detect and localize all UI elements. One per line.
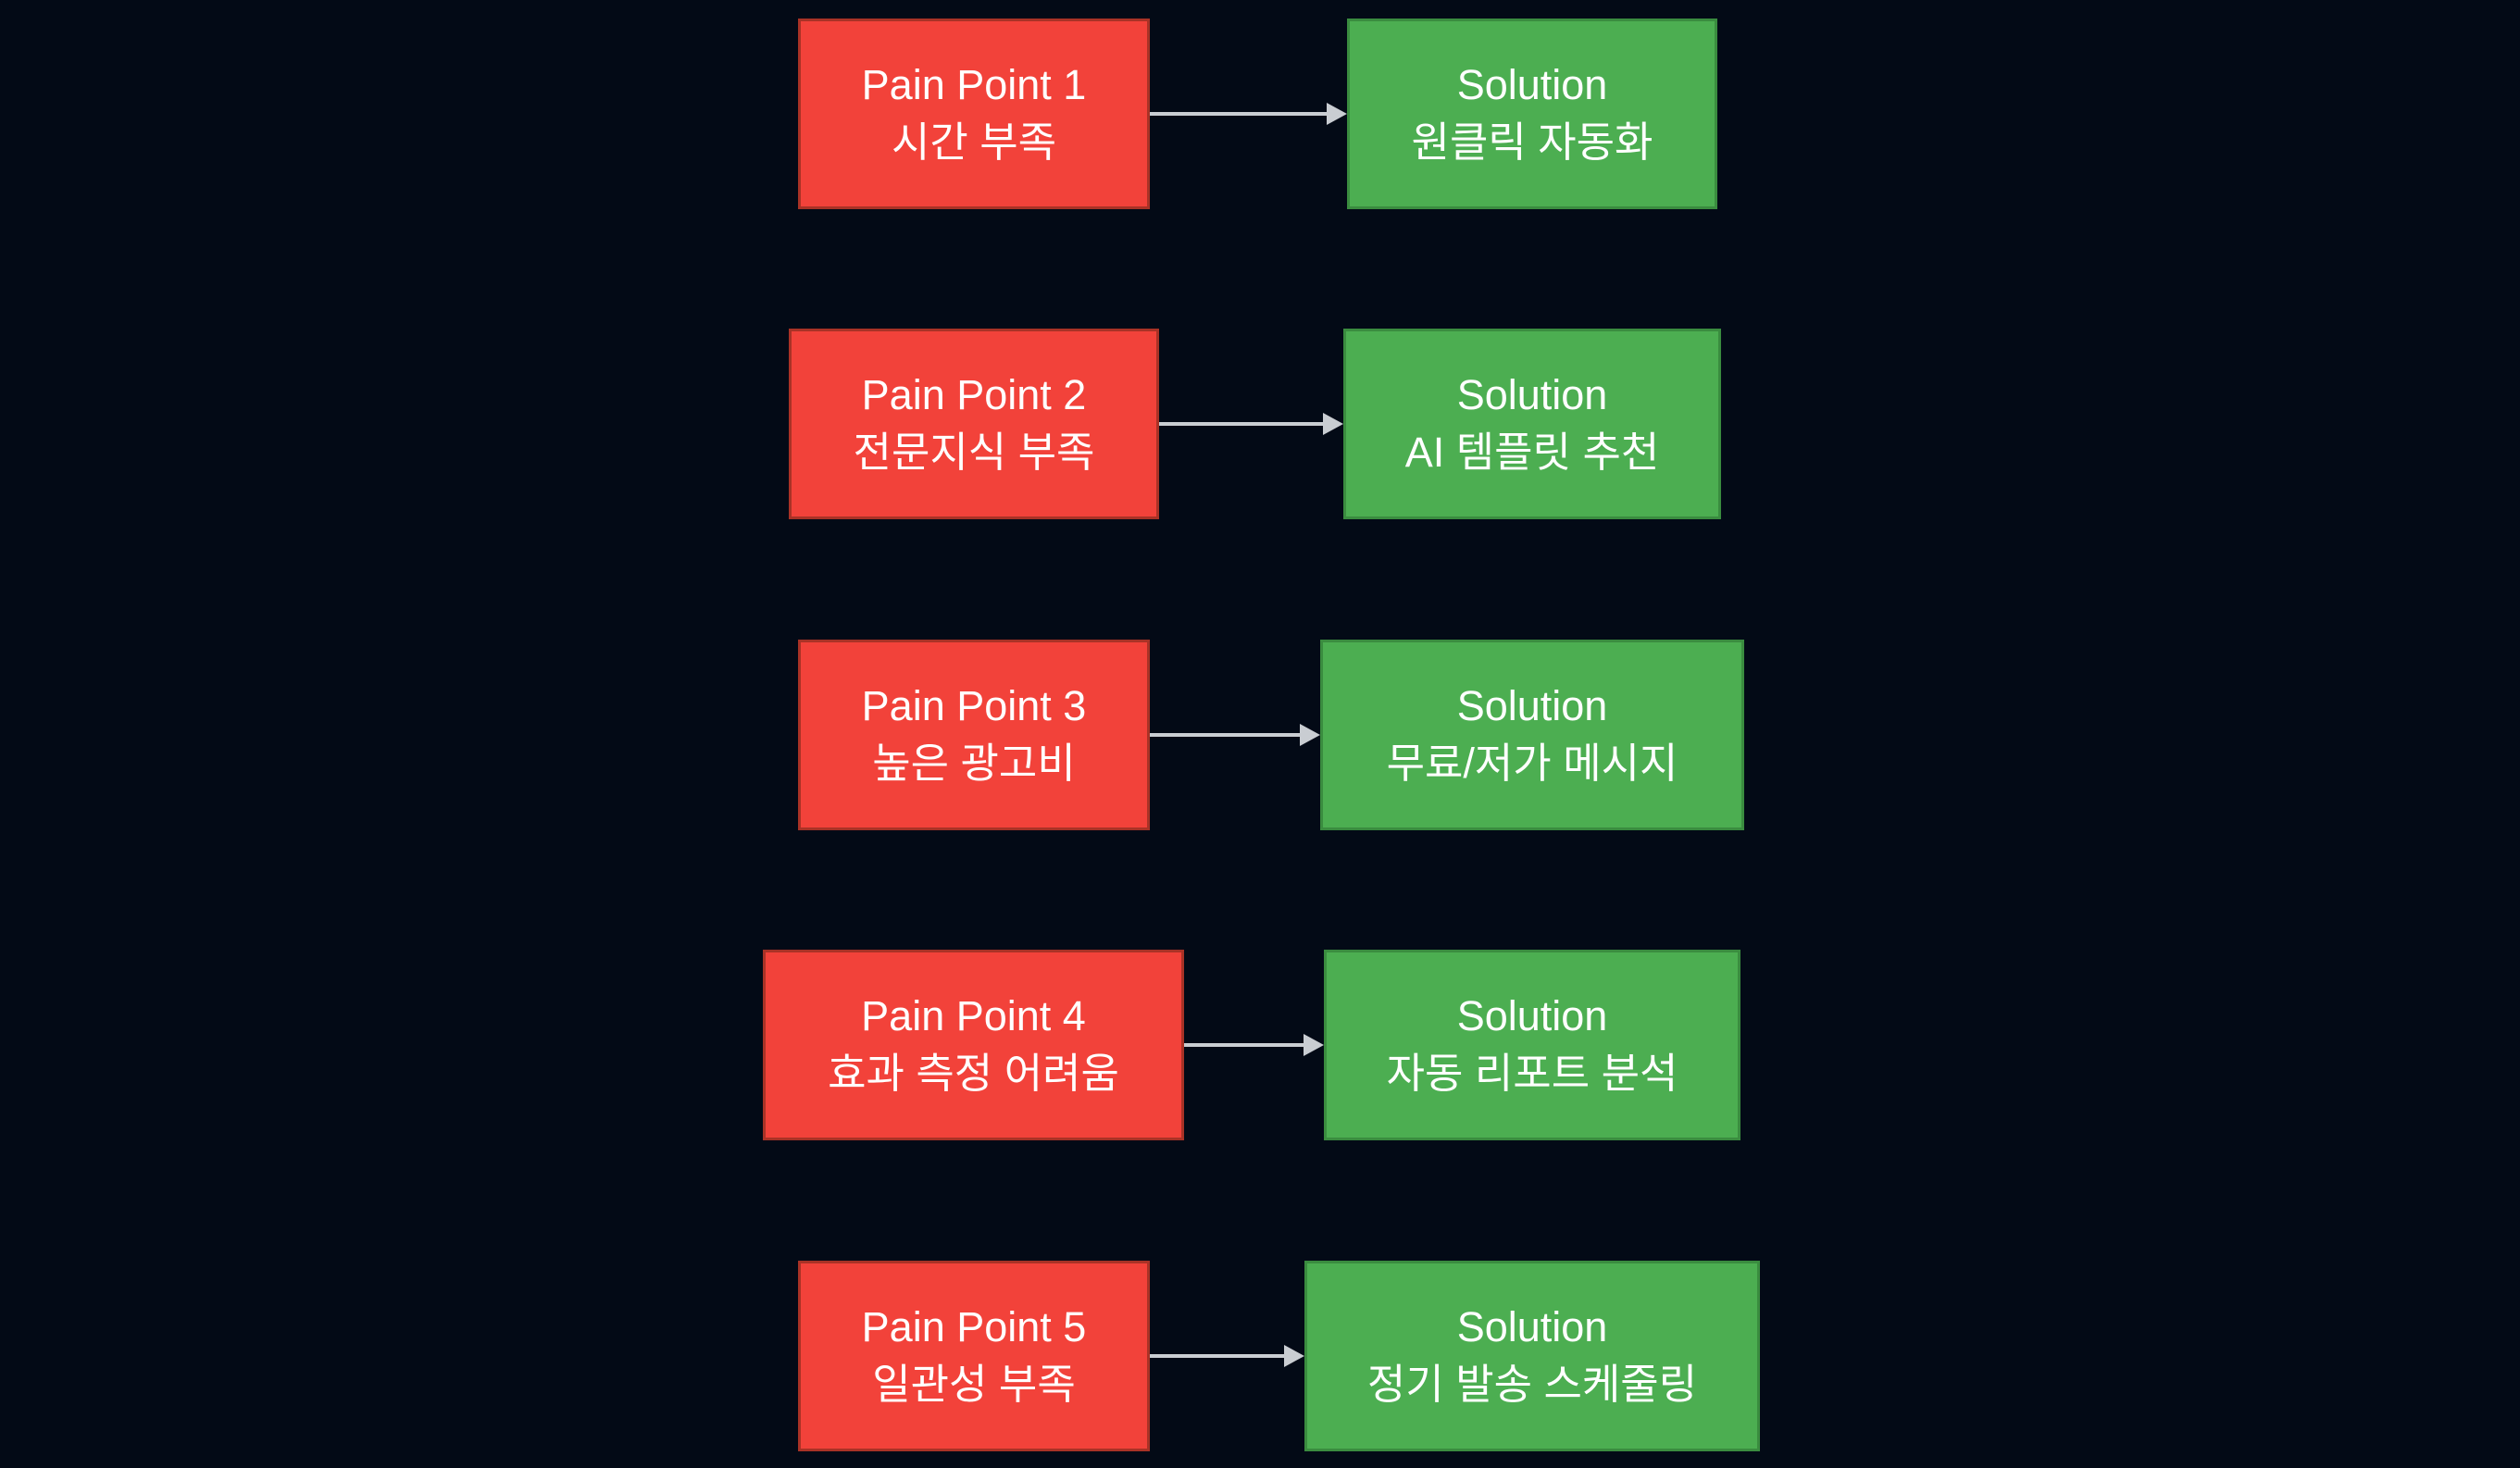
solution-2-box: Solution AI 템플릿 추천 xyxy=(1343,329,1721,519)
pain-point-4-box: Pain Point 4 효과 측정 어려움 xyxy=(763,950,1184,1140)
diagram-row-2: Pain Point 2 전문지식 부족 Solution AI 템플릿 추천 xyxy=(0,329,2520,519)
solution-label: 무료/저가 메시지 xyxy=(1386,740,1678,787)
pain-point-label: 시간 부족 xyxy=(891,118,1057,166)
solution-title: Solution xyxy=(1456,371,1608,418)
solution-5-box: Solution 정기 발송 스케줄링 xyxy=(1304,1261,1760,1451)
arrow-shaft xyxy=(1159,422,1329,426)
solution-title: Solution xyxy=(1456,682,1608,729)
solution-title: Solution xyxy=(1456,1303,1608,1350)
pain-point-label: 높은 광고비 xyxy=(872,740,1076,787)
solution-label: 원클릭 자동화 xyxy=(1411,118,1653,166)
pain-point-label: 일관성 부족 xyxy=(872,1361,1076,1408)
solution-3-box: Solution 무료/저가 메시지 xyxy=(1320,640,1744,830)
solution-label: AI 템플릿 추천 xyxy=(1404,429,1660,476)
pain-point-title: Pain Point 4 xyxy=(861,992,1086,1039)
arrow-shaft xyxy=(1184,1043,1309,1047)
diagram-row-4: Pain Point 4 효과 측정 어려움 Solution 자동 리포트 분… xyxy=(0,950,2520,1140)
pain-point-title: Pain Point 5 xyxy=(861,1303,1087,1350)
pain-point-title: Pain Point 2 xyxy=(861,371,1087,418)
arrow-head xyxy=(1284,1345,1304,1367)
pain-point-label: 전문지식 부족 xyxy=(853,429,1095,476)
arrow-shaft xyxy=(1150,1354,1290,1358)
solution-title: Solution xyxy=(1456,61,1608,108)
pain-point-title: Pain Point 1 xyxy=(861,61,1087,108)
arrow-head xyxy=(1304,1034,1324,1056)
diagram-row-1: Pain Point 1 시간 부족 Solution 원클릭 자동화 xyxy=(0,19,2520,209)
diagram-row-5: Pain Point 5 일관성 부족 Solution 정기 발송 스케줄링 xyxy=(0,1261,2520,1451)
diagram-row-3: Pain Point 3 높은 광고비 Solution 무료/저가 메시지 xyxy=(0,640,2520,830)
pain-point-1-box: Pain Point 1 시간 부족 xyxy=(798,19,1150,209)
pain-point-3-box: Pain Point 3 높은 광고비 xyxy=(798,640,1150,830)
arrow-head xyxy=(1323,413,1343,435)
solution-1-box: Solution 원클릭 자동화 xyxy=(1347,19,1717,209)
pain-point-title: Pain Point 3 xyxy=(861,682,1087,729)
pain-point-label: 효과 측정 어려움 xyxy=(828,1050,1119,1097)
pain-point-2-box: Pain Point 2 전문지식 부족 xyxy=(789,329,1159,519)
solution-title: Solution xyxy=(1456,992,1608,1039)
arrow-shaft xyxy=(1150,112,1332,116)
arrow-head xyxy=(1327,103,1347,125)
solution-label: 정기 발송 스케줄링 xyxy=(1366,1361,1698,1408)
arrow-shaft xyxy=(1150,733,1305,737)
pain-point-5-box: Pain Point 5 일관성 부족 xyxy=(798,1261,1150,1451)
solution-label: 자동 리포트 분석 xyxy=(1386,1050,1678,1097)
solution-4-box: Solution 자동 리포트 분석 xyxy=(1324,950,1740,1140)
arrow-head xyxy=(1300,724,1320,746)
